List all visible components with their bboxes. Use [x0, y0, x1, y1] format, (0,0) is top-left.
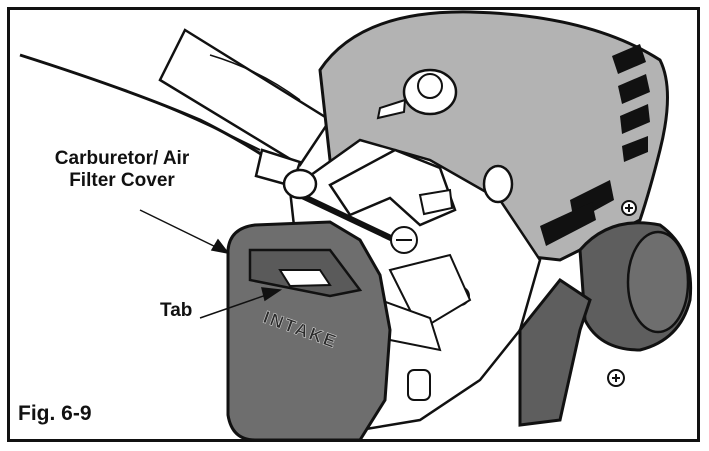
- carburetor-cover-label: Carburetor/ Air Filter Cover: [32, 148, 212, 192]
- starter-assembly: [518, 221, 693, 427]
- figure-number: Fig. 6-9: [18, 402, 92, 425]
- spark-plug: [376, 68, 458, 120]
- callout-arrows: [139, 209, 283, 319]
- cable-connector: [254, 148, 318, 200]
- carburetor-cover-label-line2: Filter Cover: [69, 169, 175, 191]
- cooling-vents: [540, 44, 650, 246]
- drive-shaft-tube: [149, 28, 332, 167]
- air-filter-cover: INTAKE: [226, 220, 392, 442]
- throttle-cable: [19, 53, 271, 162]
- carburetor-cover-label-line1: Carburetor/ Air: [54, 148, 190, 169]
- housing-port: [482, 164, 514, 204]
- carburetor: [378, 253, 472, 401]
- tab-label: Tab: [160, 300, 193, 321]
- cover-clip: [298, 148, 457, 243]
